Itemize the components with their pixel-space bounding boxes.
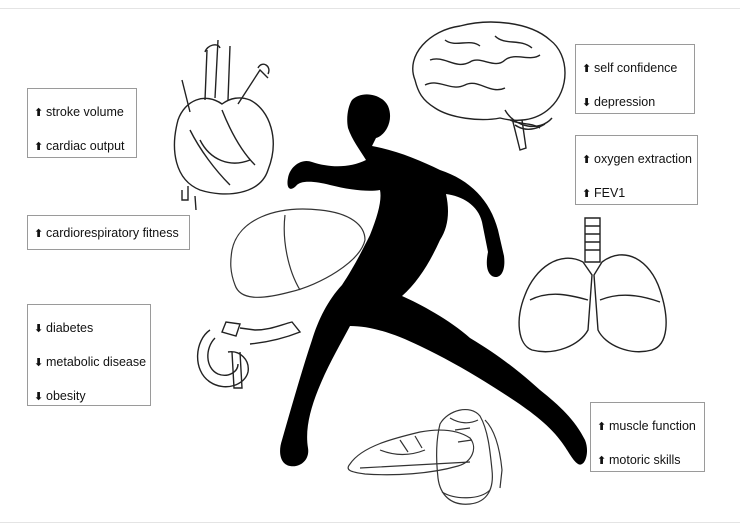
arrow-up-icon: ⬆ — [34, 226, 44, 240]
fev1-label: FEV1 — [594, 186, 626, 200]
depression-row: ⬇ depression — [582, 85, 684, 119]
arrow-up-icon: ⬆ — [34, 139, 44, 153]
metabolic-disease-row: ⬇ metabolic disease — [34, 345, 146, 379]
self-confidence-label: self confidence — [594, 61, 678, 75]
muscle-function-row: ⬆ muscle function — [597, 409, 696, 443]
brain-icon — [412, 21, 566, 151]
arrow-up-icon: ⬆ — [34, 105, 44, 119]
cardiac-output-label: cardiac output — [46, 139, 125, 153]
top-border — [0, 8, 740, 9]
motoric-skills-label: motoric skills — [609, 453, 681, 467]
arrow-up-icon: ⬆ — [582, 152, 592, 166]
diabetes-row: ⬇ diabetes — [34, 311, 140, 345]
brain-info-box: ⬆ self confidence ⬇ depression — [575, 44, 695, 114]
heart-info-box: ⬆ stroke volume ⬆ cardiac output — [27, 88, 137, 158]
motoric-skills-row: ⬆ motoric skills — [597, 443, 694, 477]
fitness-info-box: ⬆ cardiorespiratory fitness — [27, 215, 190, 250]
arrow-up-icon: ⬆ — [597, 453, 607, 467]
liver-icon — [230, 208, 366, 298]
arrow-down-icon: ⬇ — [34, 355, 44, 369]
self-confidence-row: ⬆ self confidence — [582, 51, 684, 85]
lungs-info-box: ⬆ oxygen extraction ⬆ FEV1 — [575, 135, 698, 205]
obesity-row: ⬇ obesity — [34, 379, 140, 413]
oxygen-extraction-label: oxygen extraction — [594, 152, 692, 166]
shoes-icon — [347, 408, 503, 505]
arrow-up-icon: ⬆ — [582, 186, 592, 200]
cardiac-output-row: ⬆ cardiac output — [34, 129, 126, 163]
arrow-down-icon: ⬇ — [34, 321, 44, 335]
diabetes-label: diabetes — [46, 321, 94, 335]
bottom-border — [0, 522, 740, 523]
muscle-info-box: ⬆ muscle function ⬆ motoric skills — [590, 402, 705, 472]
stroke-volume-row: ⬆ stroke volume — [34, 95, 126, 129]
lungs-icon — [518, 217, 667, 353]
arrow-up-icon: ⬆ — [597, 419, 607, 433]
stroke-volume-label: stroke volume — [46, 105, 124, 119]
heart-icon — [173, 39, 274, 211]
arrow-up-icon: ⬆ — [582, 61, 592, 75]
obesity-label: obesity — [46, 389, 86, 403]
runner-silhouette — [280, 94, 588, 467]
pancreas-icon — [196, 321, 302, 389]
oxygen-extraction-row: ⬆ oxygen extraction — [582, 142, 692, 176]
fev1-row: ⬆ FEV1 — [582, 176, 687, 210]
metabolic-disease-label: metabolic disease — [46, 355, 147, 369]
metabolic-info-box: ⬇ diabetes ⬇ metabolic disease ⬇ obesity — [27, 304, 151, 406]
muscle-function-label: muscle function — [609, 419, 696, 433]
cardiorespiratory-fitness-label: cardiorespiratory fitness — [46, 226, 179, 240]
arrow-down-icon: ⬇ — [582, 95, 592, 109]
depression-label: depression — [594, 95, 656, 109]
arrow-down-icon: ⬇ — [34, 389, 44, 403]
cardiorespiratory-fitness-row: ⬆ cardiorespiratory fitness — [34, 216, 179, 250]
